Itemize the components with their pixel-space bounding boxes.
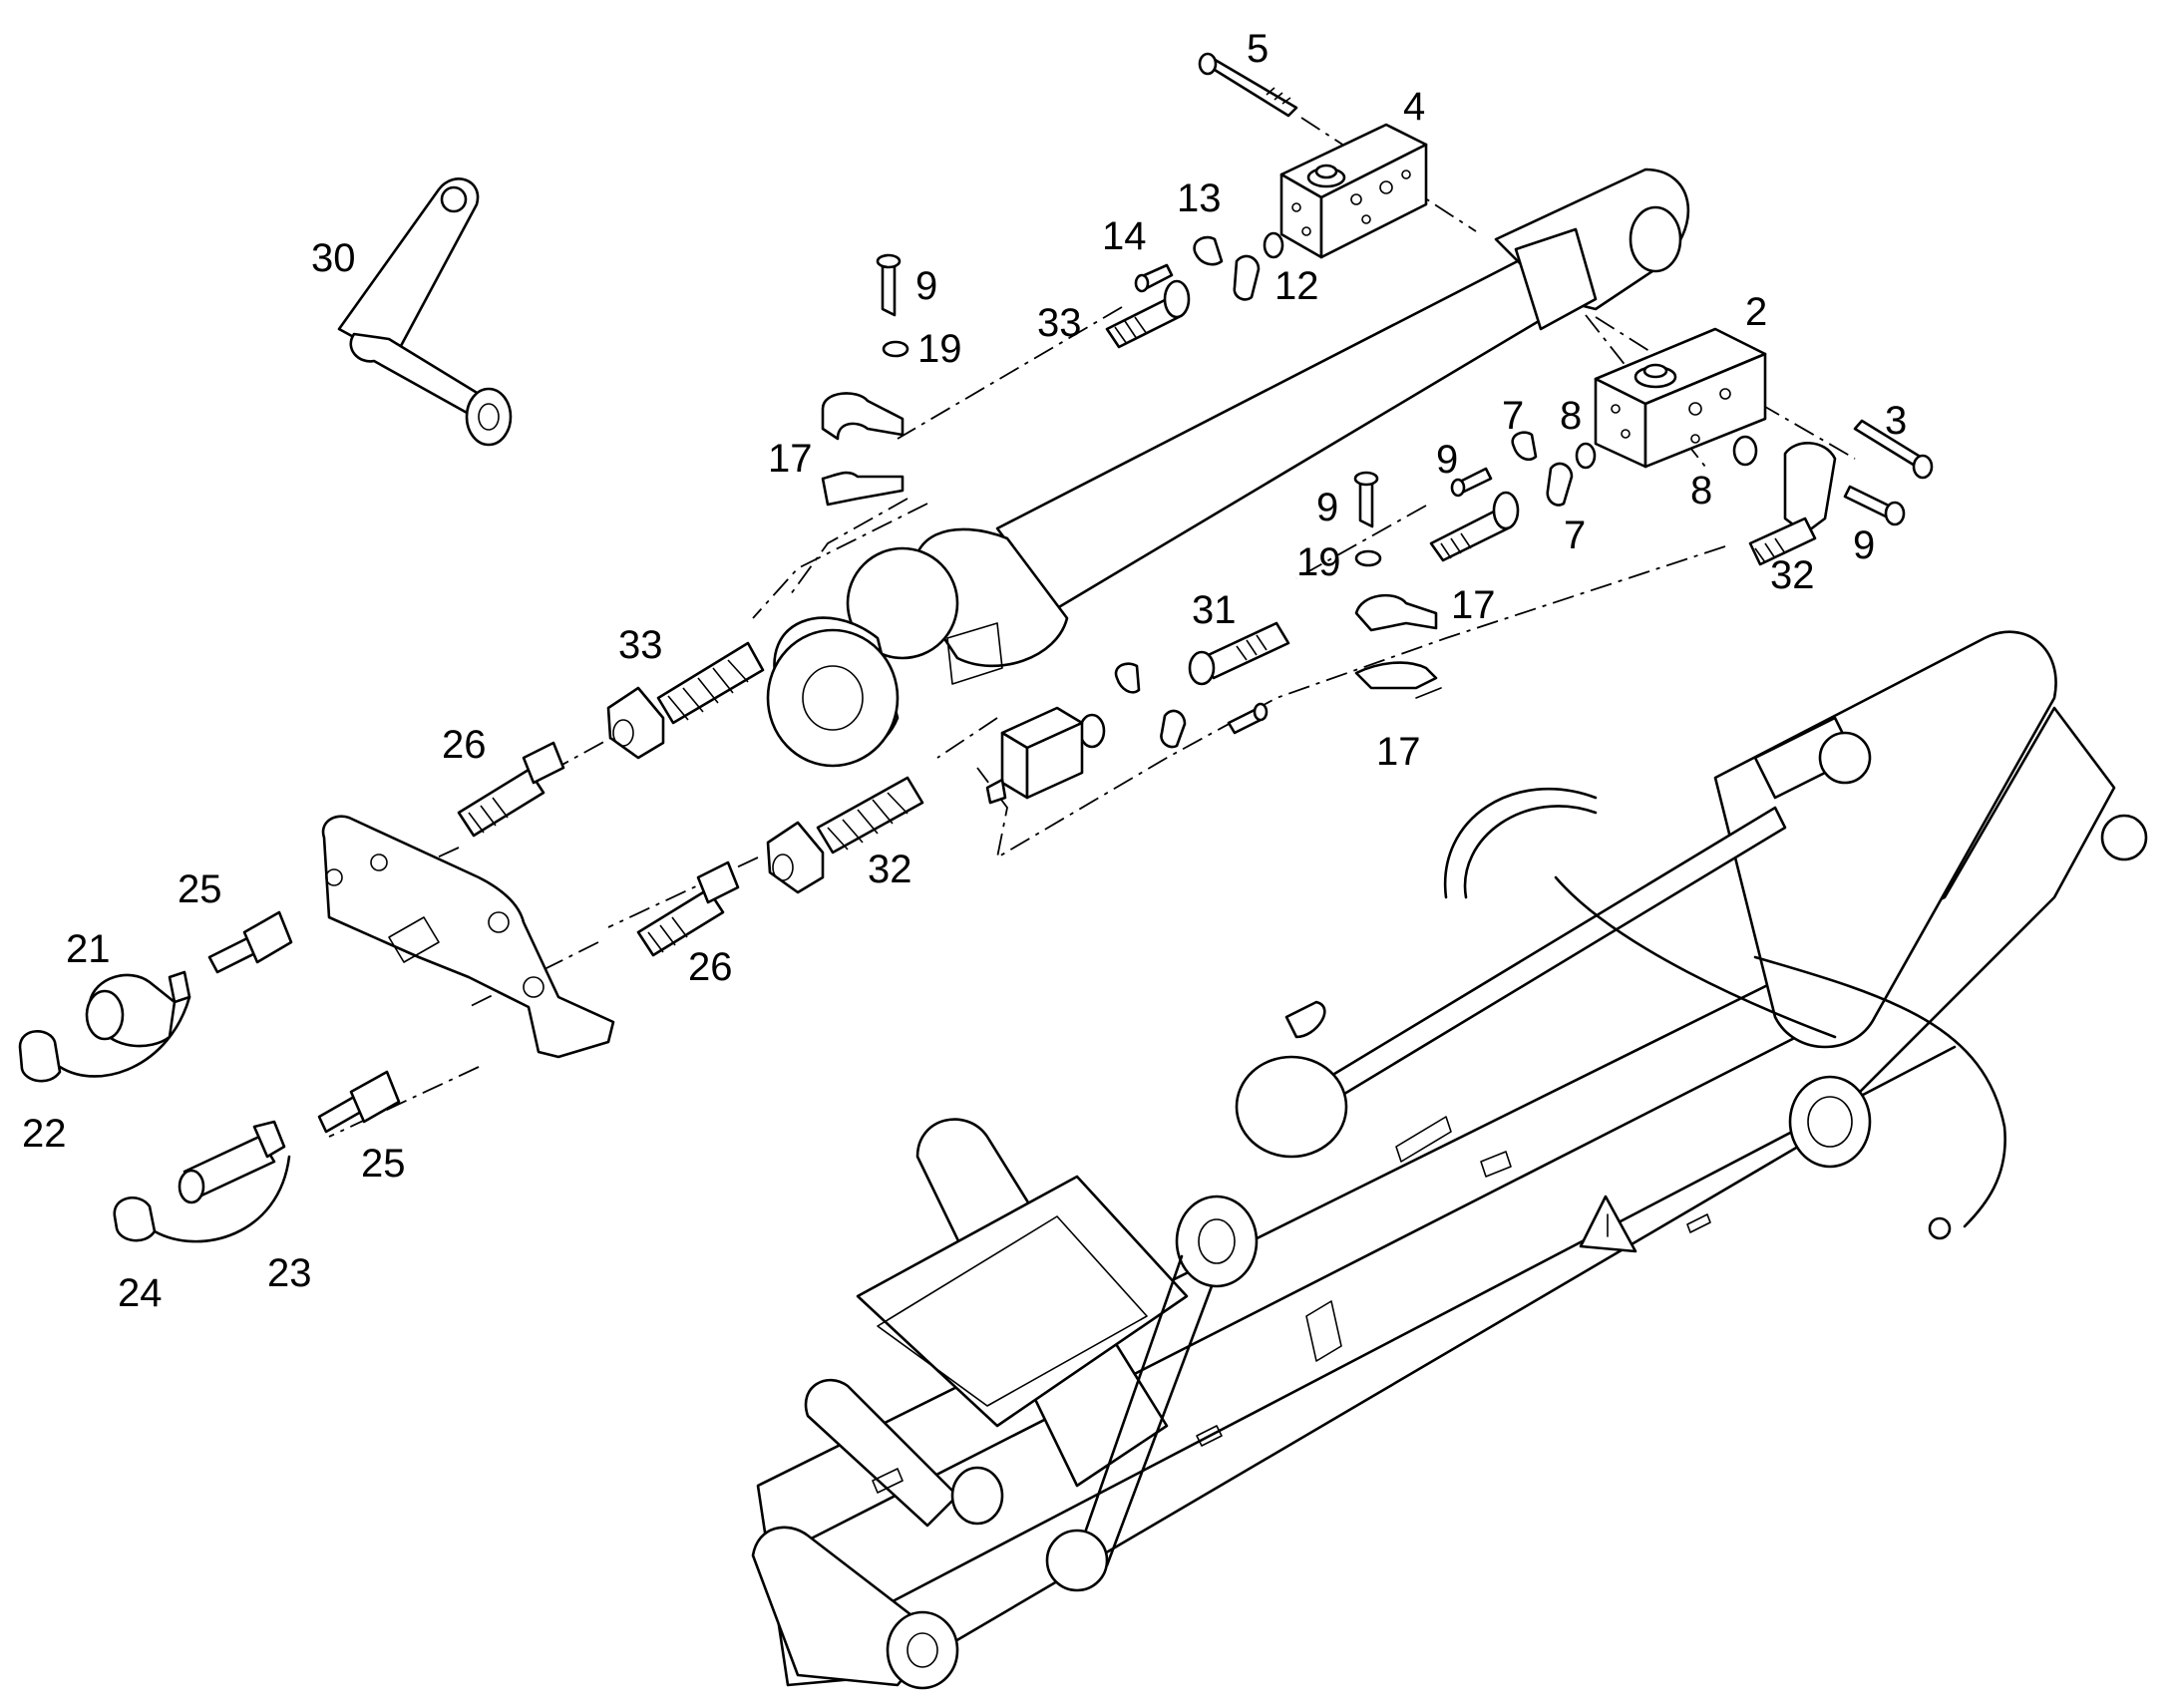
clamp-small-mid (1114, 662, 1187, 749)
callout-7-lower: 7 (1564, 513, 1586, 557)
hose-fitting-32 (766, 776, 924, 894)
callout-17-lower: 17 (1376, 730, 1421, 774)
bolt-14 (1134, 263, 1174, 293)
bolt-small-mid (1227, 702, 1269, 735)
callout-25-lower: 25 (361, 1142, 406, 1186)
bolt-9-mid (1353, 471, 1379, 528)
fitting-right-upper (1429, 491, 1520, 562)
valve-block-4 (1279, 123, 1428, 259)
callout-17-mid: 17 (1451, 583, 1496, 627)
bolt-5 (1198, 52, 1298, 118)
bolt-9-right (1843, 485, 1906, 526)
bolt-9-right-small (1450, 467, 1493, 498)
callout-labels: 5 4 13 14 12 9 19 33 30 17 2 3 7 8 9 9 8… (22, 27, 1907, 1315)
callout-14: 14 (1102, 214, 1147, 258)
callout-9-right: 9 (1853, 523, 1875, 567)
coupling-23 (178, 1120, 286, 1204)
bolt-3 (1853, 419, 1934, 480)
valve-block-small (985, 706, 1084, 805)
callout-13: 13 (1177, 176, 1222, 220)
callout-33-top: 33 (1037, 301, 1082, 345)
callout-21: 21 (66, 927, 111, 971)
callout-9-top: 9 (915, 264, 937, 308)
dust-cap-24 (113, 1155, 291, 1243)
callout-30: 30 (311, 236, 356, 280)
adapter-25-lower (317, 1070, 401, 1134)
callout-9-mid: 9 (1316, 486, 1338, 529)
callout-2: 2 (1745, 290, 1767, 334)
callout-7-upper: 7 (1502, 394, 1524, 438)
callout-32-left: 32 (868, 848, 912, 891)
callout-19-top: 19 (917, 327, 962, 371)
callout-9-right-small: 9 (1436, 438, 1458, 482)
callout-25-upper: 25 (178, 867, 222, 911)
callout-17-top: 17 (768, 437, 813, 481)
callout-23: 23 (267, 1251, 312, 1295)
crank-handle-30 (337, 177, 513, 447)
callout-3: 3 (1885, 399, 1907, 443)
dust-cap-22 (18, 995, 191, 1083)
callout-5: 5 (1247, 27, 1269, 71)
clamp-13 (1193, 235, 1261, 301)
washer-19-top (882, 340, 909, 358)
fitting-33-small (1105, 279, 1191, 349)
callout-24: 24 (118, 1271, 163, 1315)
o-ring-8-lower (1732, 435, 1758, 467)
o-ring-8-upper (1575, 442, 1597, 470)
hydraulic-cylinder (766, 168, 1690, 768)
bolt-9-top (876, 253, 902, 317)
callout-8-upper: 8 (1560, 394, 1582, 438)
hose-fitting-33 (606, 641, 765, 760)
clamp-17-mid (1354, 593, 1442, 699)
callout-26-lower: 26 (688, 945, 733, 989)
callout-12: 12 (1274, 264, 1319, 308)
fitting-31 (1188, 621, 1290, 686)
clamp-17-top (821, 392, 905, 507)
adapter-26-upper (457, 741, 565, 838)
snap-ring-mid (1078, 713, 1106, 749)
callout-22: 22 (22, 1112, 67, 1156)
valve-block-2 (1594, 327, 1767, 469)
callout-19-mid: 19 (1296, 540, 1341, 584)
adapter-26-lower (636, 860, 740, 957)
clamp-7-upper (1511, 431, 1574, 507)
boom-assembly (751, 630, 2148, 1690)
mounting-bracket (321, 815, 615, 1059)
callout-31: 31 (1192, 588, 1237, 632)
adapter-25-upper (207, 910, 293, 974)
coupling-21 (85, 970, 191, 1048)
callout-8-lower: 8 (1690, 469, 1712, 512)
washer-19-mid (1354, 549, 1382, 567)
callout-26-upper: 26 (442, 723, 487, 767)
callout-4: 4 (1403, 85, 1425, 129)
callout-32-right: 32 (1770, 553, 1815, 597)
elbow-32-right (1748, 442, 1837, 566)
o-ring-12 (1263, 231, 1284, 259)
callout-33-left: 33 (618, 623, 663, 667)
